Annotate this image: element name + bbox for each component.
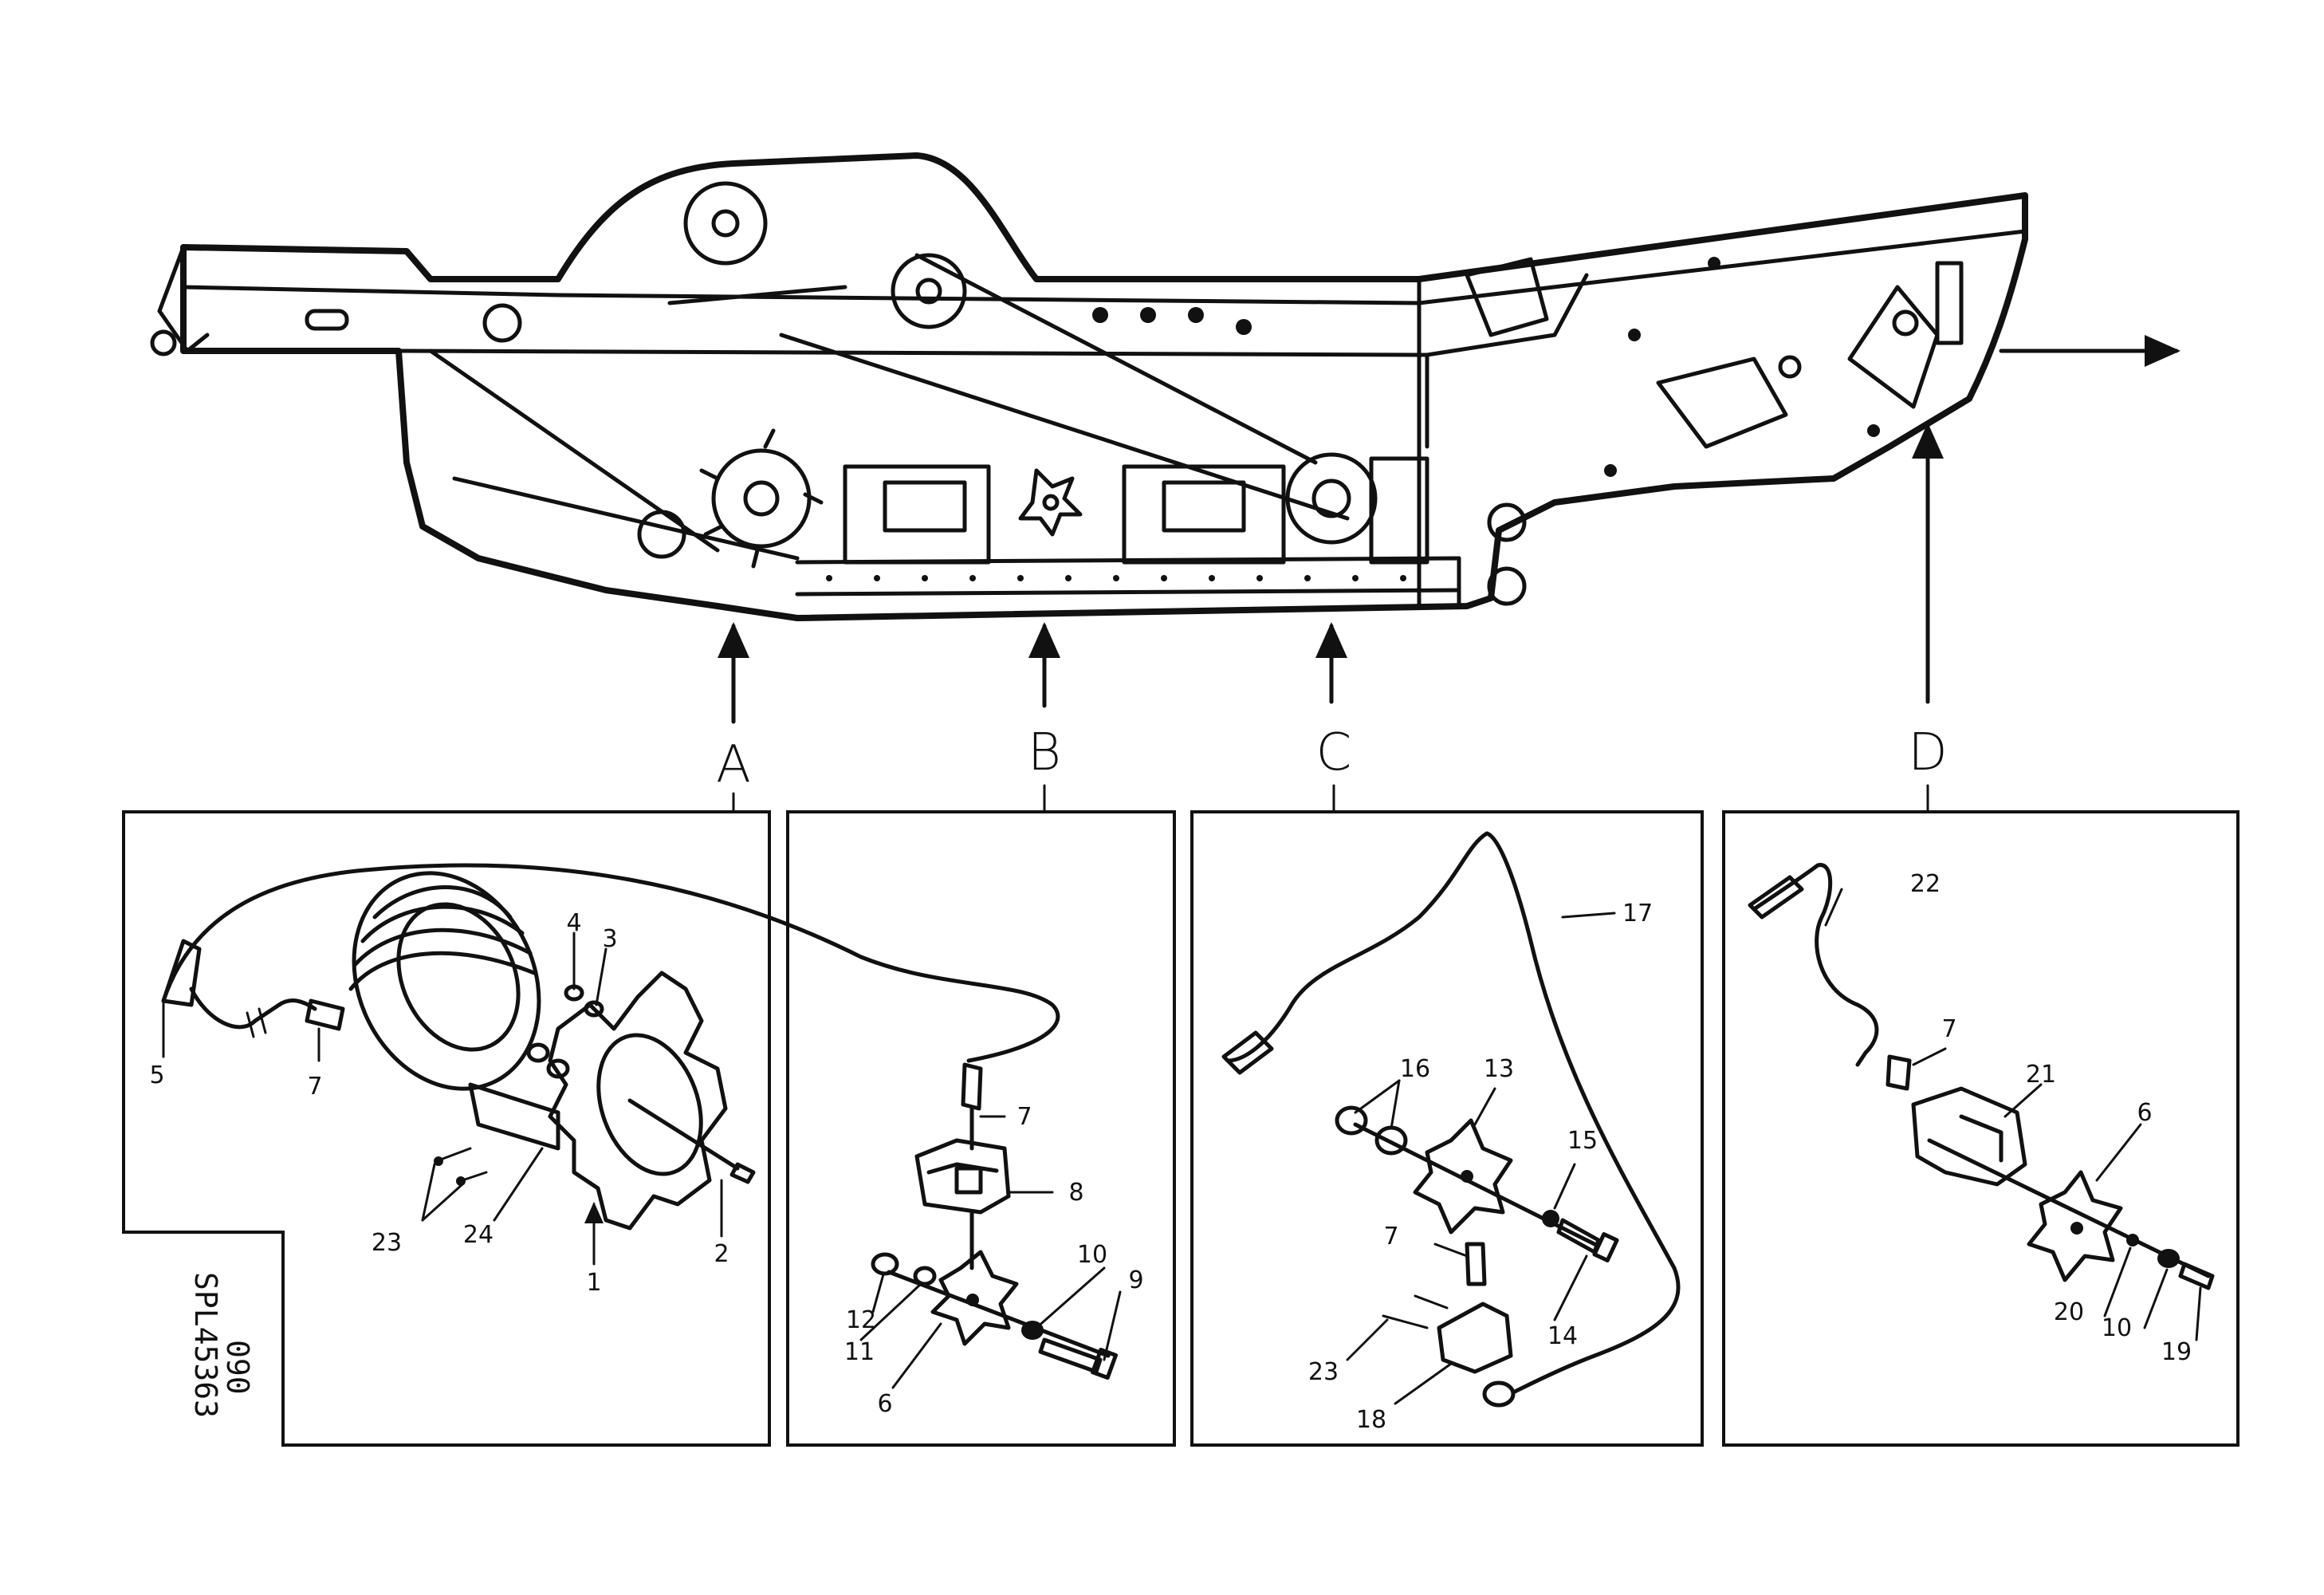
callout-a-5: 5: [149, 1061, 164, 1089]
document-number: SPL45363: [188, 1272, 223, 1418]
callout-d-21: 21: [2026, 1061, 2056, 1089]
callout-c-16: 16: [1400, 1055, 1430, 1083]
callout-a-23: 23: [372, 1229, 402, 1257]
panel-c: 17 16 13 15 7 14 23 18: [1190, 810, 1704, 1447]
callout-c-18: 18: [1356, 1406, 1386, 1434]
view-d-letter: D: [1908, 723, 1947, 782]
callout-b-7: 7: [1017, 1103, 1032, 1131]
panel-d-border: [1722, 810, 2239, 1447]
callout-c-17: 17: [1622, 900, 1653, 927]
callout-b-6: 6: [877, 1390, 892, 1418]
document-revision: 090: [220, 1340, 255, 1395]
callout-a-4: 4: [566, 909, 581, 937]
view-indicators: A B C D: [716, 423, 1948, 813]
panel-d: 22 7 21 6 20 10 19: [1722, 810, 2239, 1447]
callout-d-22: 22: [1910, 870, 1941, 898]
view-b-letter: B: [1028, 723, 1061, 782]
panel-b-border: [786, 810, 1176, 1447]
callout-a-3: 3: [602, 925, 617, 953]
callout-b-11: 11: [844, 1338, 875, 1366]
panel-b: 7 8 10 9 12 11 6: [786, 810, 1176, 1447]
view-c-letter: C: [1316, 723, 1352, 782]
panel-a-border: [122, 810, 771, 1447]
view-a-letter: A: [716, 735, 751, 794]
callout-a-7: 7: [307, 1073, 322, 1101]
callout-c-13: 13: [1484, 1055, 1514, 1083]
callout-a-24: 24: [463, 1221, 494, 1249]
callout-b-10: 10: [1077, 1241, 1107, 1269]
callout-c-15: 15: [1567, 1127, 1598, 1155]
machine-frame: [150, 152, 2180, 621]
callout-b-12: 12: [846, 1306, 876, 1334]
callout-c-14: 14: [1547, 1322, 1578, 1350]
callout-a-1: 1: [586, 1269, 601, 1297]
callout-d-20: 20: [2054, 1298, 2084, 1326]
callout-b-8: 8: [1068, 1179, 1083, 1207]
callout-d-19: 19: [2161, 1338, 2192, 1366]
callout-d-7: 7: [1941, 1015, 1956, 1043]
callout-c-23: 23: [1308, 1358, 1339, 1386]
callout-c-7: 7: [1383, 1223, 1398, 1250]
panel-a: 5 7 4 3 23 24 1 2 SPL45363 090: [122, 810, 1060, 1447]
callout-d-6: 6: [2137, 1099, 2152, 1127]
callout-b-9: 9: [1128, 1266, 1143, 1294]
rivet-dots: [826, 257, 1880, 581]
callout-d-10: 10: [2102, 1314, 2132, 1342]
panel-c-border: [1190, 810, 1704, 1447]
callout-a-2: 2: [714, 1240, 729, 1268]
